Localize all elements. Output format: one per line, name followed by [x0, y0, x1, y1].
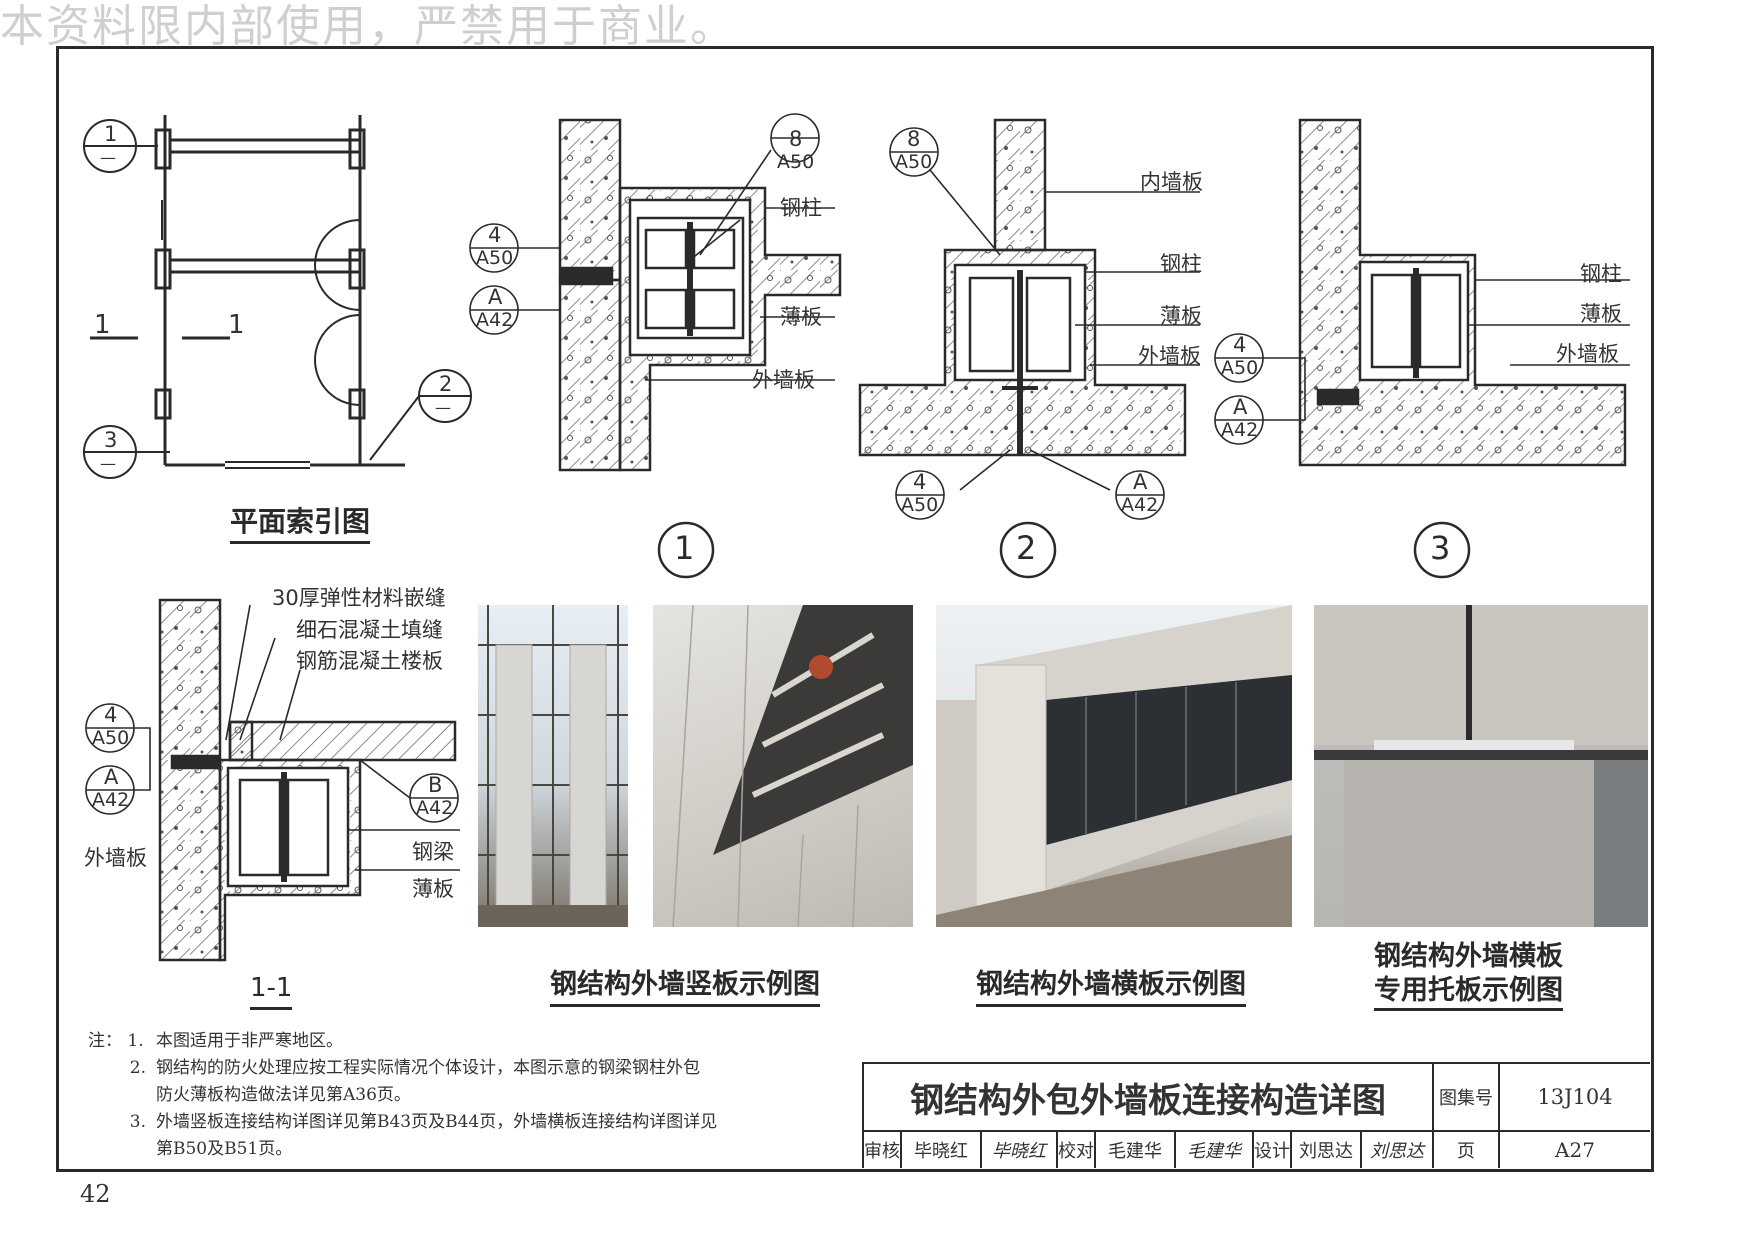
check-name: 毛建华	[1096, 1132, 1176, 1168]
detail-2-ref-c-bot: A42	[1121, 494, 1159, 516]
detail-3-drawing	[1298, 118, 1630, 467]
caption-vertical-panels: 钢结构外墙竖板示例图	[550, 968, 820, 1007]
detail-2-ref-b-bot: A50	[901, 494, 939, 516]
section-1-1-drawing	[158, 598, 460, 962]
caption-bracket-line1: 钢结构外墙横板	[1374, 941, 1563, 972]
section-1-1-title: 1-1	[250, 972, 293, 1010]
detail-1-ref-b-bot: A50	[476, 247, 514, 269]
note-2-cont: 防火薄板构造做法详见第A36页。	[156, 1085, 411, 1105]
photo-vertical-panels-closeup	[653, 605, 913, 927]
section-1-1-label-slab: 钢筋混凝土楼板	[296, 649, 443, 673]
note-3-cont: 第B50及B51页。	[156, 1139, 293, 1159]
plan-index-drawing	[83, 115, 472, 479]
detail-3-number: 3	[1430, 529, 1451, 567]
detail-2-ref-circles	[889, 127, 1165, 520]
photo-horizontal-panels	[936, 605, 1292, 927]
check-signature: 毛建华	[1176, 1132, 1254, 1168]
detail-2-label-outer: 外墙板	[1138, 344, 1201, 368]
section-1-1-ref-c-bot: A42	[92, 789, 130, 811]
detail-2-label-thin: 薄板	[1160, 304, 1202, 328]
section-1-1-ref-b-top: 4	[104, 703, 118, 727]
plan-index-title: 平面索引图	[230, 504, 371, 544]
detail-3-ref-b-top: 4	[1233, 333, 1247, 357]
detail-1-label-column: 钢柱	[780, 196, 822, 220]
detail-2-ref-a-bot: A50	[895, 151, 933, 173]
detail-1-label-thin: 薄板	[780, 305, 822, 329]
detail-1-ref-b-top: 4	[488, 223, 502, 247]
photo-bracket-closeup	[1314, 605, 1648, 927]
detail-3-ref-b-bot: A50	[1221, 357, 1259, 379]
atlas-value: 13J104	[1500, 1064, 1650, 1132]
caption-horizontal-panels: 钢结构外墙横板示例图	[976, 968, 1246, 1007]
detail-1-ref-c-bot: A42	[476, 309, 514, 331]
detail-3-ref-c-top: A	[1233, 395, 1248, 419]
plan-index-1-bot: —	[100, 148, 116, 167]
notes-prefix: 注： 1.	[88, 1031, 144, 1051]
review-signature: 毕晓红	[982, 1132, 1058, 1168]
section-1-1-label-beam: 钢梁	[412, 840, 454, 864]
section-1-1-ref-b-bot: A50	[92, 727, 130, 749]
section-1-1-ref-circles	[85, 703, 459, 823]
section-1-1-label-outer: 外墙板	[84, 846, 147, 870]
detail-1-number: 1	[674, 529, 695, 567]
detail-3-label-column: 钢柱	[1580, 262, 1622, 286]
detail-1-drawing	[558, 113, 842, 472]
note-3: 3. 外墙竖板连接结构详图详见第B43页及B44页，外墙横板连接结构详图详见	[129, 1112, 718, 1132]
check-label: 校对	[1058, 1132, 1096, 1168]
design-label: 设计	[1254, 1132, 1292, 1168]
caption-bracket-line2: 专用托板示例图	[1374, 974, 1563, 1011]
title-block: 钢结构外包外墙板连接构造详图 图集号 13J104 审核 毕晓红 毕晓红 校对 …	[862, 1062, 1650, 1168]
detail-2-label-inner: 内墙板	[1140, 170, 1203, 194]
page-label: 页	[1434, 1132, 1500, 1168]
detail-2-ref-c-top: A	[1133, 470, 1148, 494]
section-1-1-ref-d-bot: A42	[416, 797, 454, 819]
notes-block: 注： 1. 本图适用于非严寒地区。 2. 钢结构的防火处理应按工程实际情况个体设…	[88, 1028, 848, 1163]
note-1: 注： 1. 本图适用于非严寒地区。	[88, 1028, 848, 1055]
drawing-title: 钢结构外包外墙板连接构造详图	[864, 1064, 1434, 1132]
detail-3-label-outer: 外墙板	[1556, 342, 1619, 366]
detail-1-number-circle	[657, 521, 715, 579]
review-label: 审核	[864, 1132, 902, 1168]
caption-bracket: 钢结构外墙横板 专用托板示例图	[1374, 940, 1563, 1011]
plan-index-3-top: 3	[104, 428, 118, 452]
detail-1-ref-circles	[469, 223, 561, 335]
detail-1-ref-a-bot: A50	[777, 151, 815, 173]
detail-1-ref-c-top: A	[488, 285, 503, 309]
detail-2-number-circle	[999, 521, 1057, 579]
detail-2-number: 2	[1016, 529, 1037, 567]
detail-3-ref-c-bot: A42	[1221, 419, 1259, 441]
page-value: A27	[1555, 1138, 1595, 1162]
note-2: 2. 钢结构的防火处理应按工程实际情况个体设计，本图示意的钢梁钢柱外包	[129, 1058, 700, 1078]
section-1-1-label-thin: 薄板	[412, 877, 454, 901]
plan-index-2-top: 2	[439, 372, 453, 396]
detail-3-label-thin: 薄板	[1580, 302, 1622, 326]
detail-3-ref-circles	[1214, 333, 1306, 445]
plan-index-3-bot: —	[100, 454, 116, 473]
section-1-1-ref-d-top: B	[428, 773, 443, 797]
plan-index-2-bot: —	[435, 398, 451, 417]
detail-2-label-column: 钢柱	[1160, 252, 1202, 276]
plan-section-mark-right: 1	[228, 310, 245, 340]
detail-3-number-circle	[1413, 521, 1471, 579]
plan-index-1-top: 1	[104, 122, 118, 146]
detail-1-label-outer: 外墙板	[752, 368, 815, 392]
design-signature: 刘思达	[1362, 1132, 1434, 1168]
atlas-label: 图集号	[1434, 1064, 1500, 1132]
watermark-text: 本资料限内部使用，严禁用于商业。	[0, 1, 736, 52]
plan-section-mark-left: 1	[94, 310, 111, 340]
review-name: 毕晓红	[902, 1132, 982, 1168]
section-1-1-ref-c-top: A	[104, 765, 119, 789]
section-1-1-label-joint: 30厚弹性材料嵌缝	[272, 586, 446, 610]
detail-2-ref-a-top: 8	[907, 127, 921, 151]
page-number: 42	[80, 1180, 111, 1208]
detail-2-ref-b-top: 4	[913, 470, 927, 494]
detail-1-ref-a-top: 8	[789, 127, 803, 151]
section-1-1-label-fill: 细石混凝土填缝	[296, 618, 443, 642]
design-name: 刘思达	[1292, 1132, 1362, 1168]
photo-vertical-panels-scaffold	[478, 605, 628, 927]
detail-2-drawing	[858, 118, 1200, 491]
